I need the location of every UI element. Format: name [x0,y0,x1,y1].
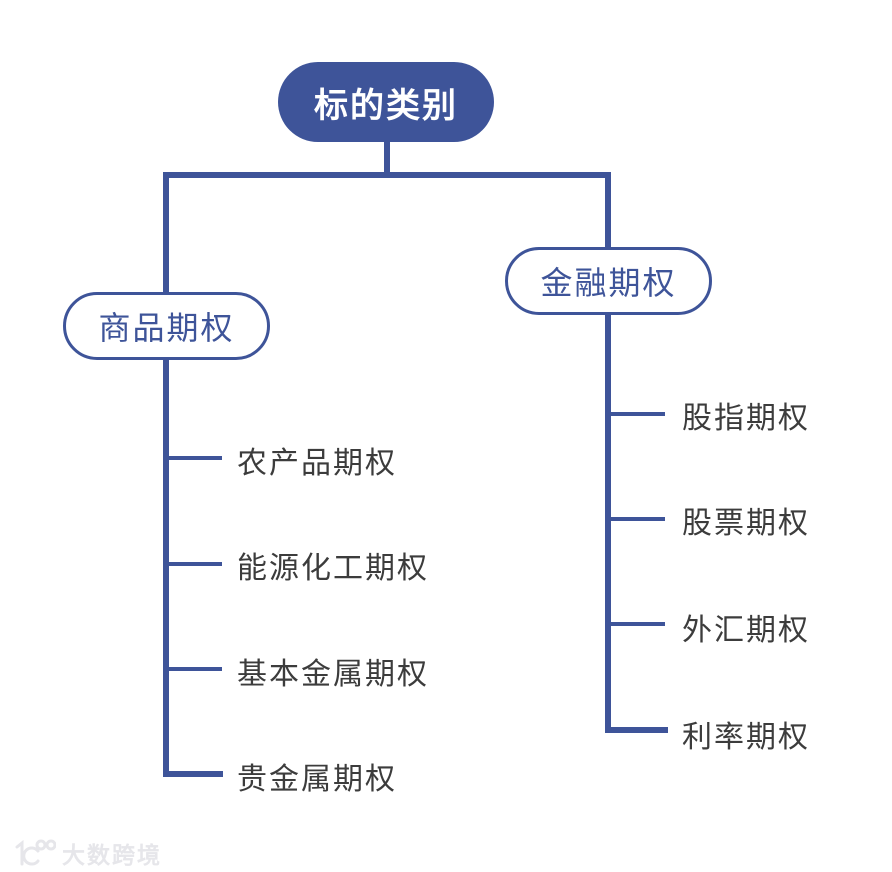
watermark-100-icon [15,839,56,866]
watermark-text: 大数跨境 [62,842,162,868]
branch-node-financial: 金融期权 [505,247,712,315]
leaf-label: 股指期权 [682,402,810,435]
connector-right-tick-2 [608,517,665,521]
leaf-label: 贵金属期权 [237,763,397,796]
connector-right-tick-1 [608,412,665,416]
connector-right-corner [605,727,668,733]
root-node: 标的类别 [278,62,494,142]
leaf-label: 基本金属期权 [237,658,429,691]
connector-left-tick-1 [166,456,222,460]
connector-root-stub [384,140,390,176]
connector-left-tick-2 [166,562,222,566]
leaf-label: 外汇期权 [682,614,810,647]
connector-left-drop [163,172,169,294]
connector-right-drop [605,172,611,250]
branch-node-financial-label: 金融期权 [540,265,677,301]
connector-left-tick-3 [166,667,222,671]
branch-node-commodity: 商品期权 [63,292,270,360]
connector-right-tick-3 [608,622,665,626]
connector-left-corner [163,771,223,777]
connector-top-bar [163,172,611,178]
root-node-label: 标的类别 [314,86,458,125]
branch-node-commodity-label: 商品期权 [98,310,235,346]
leaf-label: 能源化工期权 [237,552,429,585]
leaf-label: 股票期权 [682,507,810,540]
leaf-label: 利率期权 [682,721,810,754]
leaf-label: 农产品期权 [237,447,397,480]
watermark: 大数跨境 [10,836,162,870]
